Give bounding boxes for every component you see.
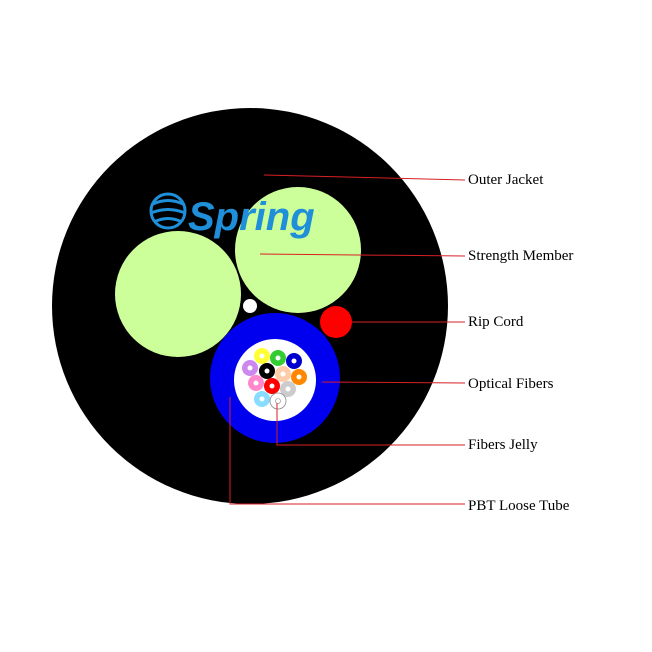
label-pbt-loose-tube: PBT Loose Tube [468,498,570,514]
optical-fiber-core [275,398,281,404]
optical-fiber-core [285,386,291,392]
label-optical-fibers: Optical Fibers [468,376,554,392]
label-fibers-jelly: Fibers Jelly [468,437,538,453]
leader-outer-jacket [263,174,466,181]
optical-fibers [242,348,307,410]
leader-fibers-jelly [276,403,465,446]
spring-logo: Spring [149,192,315,239]
optical-fiber-core [247,365,253,371]
spring-globe-icon [149,192,187,230]
leader-pbt-loose-tube [229,397,465,505]
optical-fiber-core [275,355,281,361]
leader-strength-member [259,253,466,257]
leader-lines [229,174,466,505]
label-strength-member: Strength Member [468,248,573,264]
label-rip-cord: Rip Cord [468,314,524,330]
optical-fiber-core [269,383,275,389]
brand-name: Spring [188,195,315,239]
optical-fiber-core [253,380,259,386]
optical-fiber-core [259,353,265,359]
strength-member-left [115,231,241,357]
strength-member-right [235,187,361,313]
white-filler [243,299,257,313]
leader-optical-fibers [321,381,466,384]
optical-fiber-core [259,396,265,402]
optical-fiber-core [296,374,302,380]
optical-fiber-core [291,358,297,364]
optical-fiber-core [280,371,286,377]
optical-fiber-core [264,368,270,374]
rip-cord [320,306,352,338]
label-outer-jacket: Outer Jacket [468,172,544,188]
